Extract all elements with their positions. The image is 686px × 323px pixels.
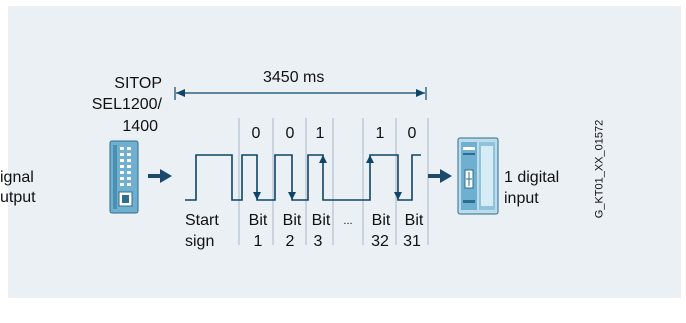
edge-arrow-bit2 (288, 192, 296, 200)
flow-arrow-left (148, 169, 172, 183)
source-device-label-line1: SITOP (114, 75, 162, 92)
source-device-label-line2: SEL1200/ (91, 96, 162, 113)
bit-label-prefix-32: Bit (371, 212, 391, 229)
sitop-module-icon (109, 140, 139, 214)
bit-label-prefix-3: Bit (311, 212, 331, 229)
bit-value-31: 0 (407, 125, 417, 142)
bit-value-1: 0 (251, 125, 261, 142)
edge-arrow-bit1 (253, 192, 261, 200)
edge-arrow-bit32 (366, 155, 374, 163)
bit-label-prefix-2: Bit (282, 212, 302, 229)
duration-arrowhead-right (416, 89, 425, 97)
signal-waveform (185, 154, 421, 201)
bit-number-2: 2 (285, 233, 295, 250)
bit-label-prefix-1: Bit (248, 212, 268, 229)
duration-label: 3450 ms (263, 69, 325, 86)
digital-input-label-line2: input (504, 190, 539, 207)
bit-value-2: 0 (285, 125, 295, 142)
bit-separators (238, 118, 429, 245)
start-sign-label-line1: Start (185, 212, 219, 229)
ellipsis-label: ... (343, 215, 353, 227)
bit-value-32: 1 (375, 125, 385, 142)
signal-output-label-line1: ignal (0, 169, 34, 186)
bit-number-32: 32 (371, 233, 389, 250)
duration-arrowhead-left (176, 89, 185, 97)
start-sign-label-line2: sign (185, 233, 215, 250)
signal-output-label-line2: utput (0, 189, 36, 206)
bit-number-31: 31 (403, 233, 421, 250)
flow-arrow-right (428, 169, 452, 183)
digital-input-label-line1: 1 digital (504, 169, 560, 186)
bit-label-prefix-31: Bit (404, 212, 424, 229)
bit-number-3: 3 (313, 233, 323, 250)
digital-input-module-icon (457, 137, 499, 215)
figure-id-label: G_KT01_XX_01572 (593, 119, 606, 219)
edge-arrow-bit31 (394, 192, 402, 200)
bit-value-3: 1 (315, 125, 325, 142)
source-device-label-line3: 1400 (122, 118, 158, 135)
edge-arrow-bit3 (319, 155, 327, 163)
bit-number-1: 1 (253, 233, 263, 250)
